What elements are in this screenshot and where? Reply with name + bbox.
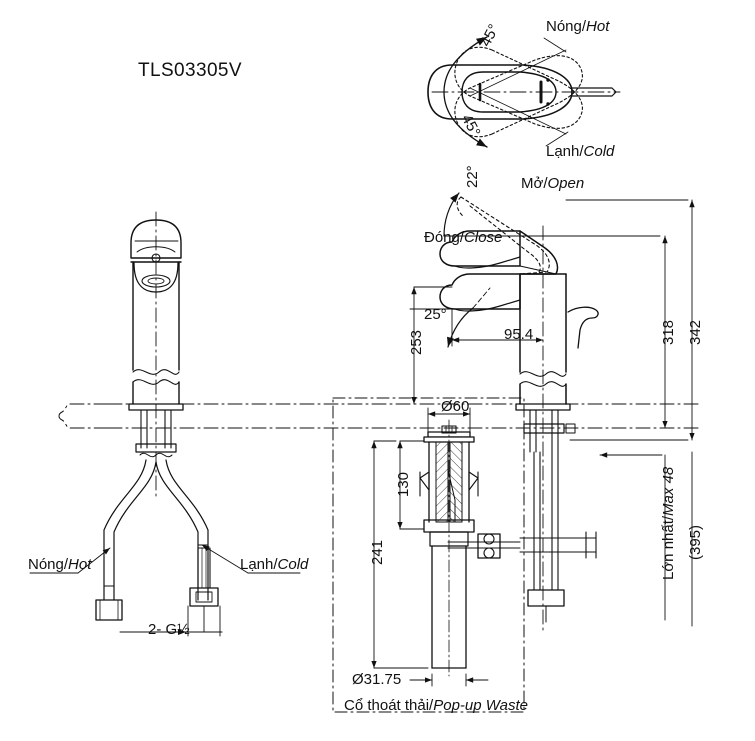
page-title: TLS03305V bbox=[138, 60, 242, 81]
dim-130: 130 bbox=[395, 471, 412, 497]
dim-flange-diameter: Ø60 bbox=[441, 398, 470, 415]
waste-detail-frame bbox=[332, 397, 525, 713]
dim-max-deck-thickness: Lớn nhất/Max 48 bbox=[660, 466, 677, 580]
dim-tailpiece-diameter: Ø31.75 bbox=[352, 671, 402, 688]
angle-22-open: 22° bbox=[464, 165, 481, 188]
side-view-open-label: Mở/Open bbox=[521, 175, 585, 192]
popup-waste-assembly bbox=[419, 419, 597, 677]
front-view-hot-label: Nóng/Hot bbox=[28, 556, 92, 573]
dim-height-342: 342 bbox=[687, 319, 704, 345]
front-view-faucet bbox=[29, 211, 301, 637]
top-view-hot-label: Nóng/Hot bbox=[546, 18, 610, 35]
dimension-lines bbox=[371, 199, 695, 687]
front-view-cold-label: Lạnh/Cold bbox=[240, 556, 309, 573]
dim-spout-reach: 95.4 bbox=[504, 326, 534, 343]
dim-height-318: 318 bbox=[660, 319, 677, 345]
dim-thread-g-half: 2- G½ bbox=[148, 621, 190, 638]
angle-25-close: 25° bbox=[424, 306, 447, 323]
side-view-faucet bbox=[409, 192, 641, 631]
waste-detail-caption: Cổ thoát thải/Pop-up Waste bbox=[344, 697, 529, 714]
top-view-swivel-diagram bbox=[427, 36, 621, 148]
top-view-cold-label: Lạnh/Cold bbox=[546, 143, 615, 160]
dim-spout-height: 253 bbox=[408, 329, 425, 355]
dim-overall-395: (395) bbox=[687, 524, 704, 560]
dim-241: 241 bbox=[369, 539, 386, 565]
side-view-close-label: Đóng/Close bbox=[424, 229, 503, 246]
counter-deck-line bbox=[58, 403, 701, 429]
